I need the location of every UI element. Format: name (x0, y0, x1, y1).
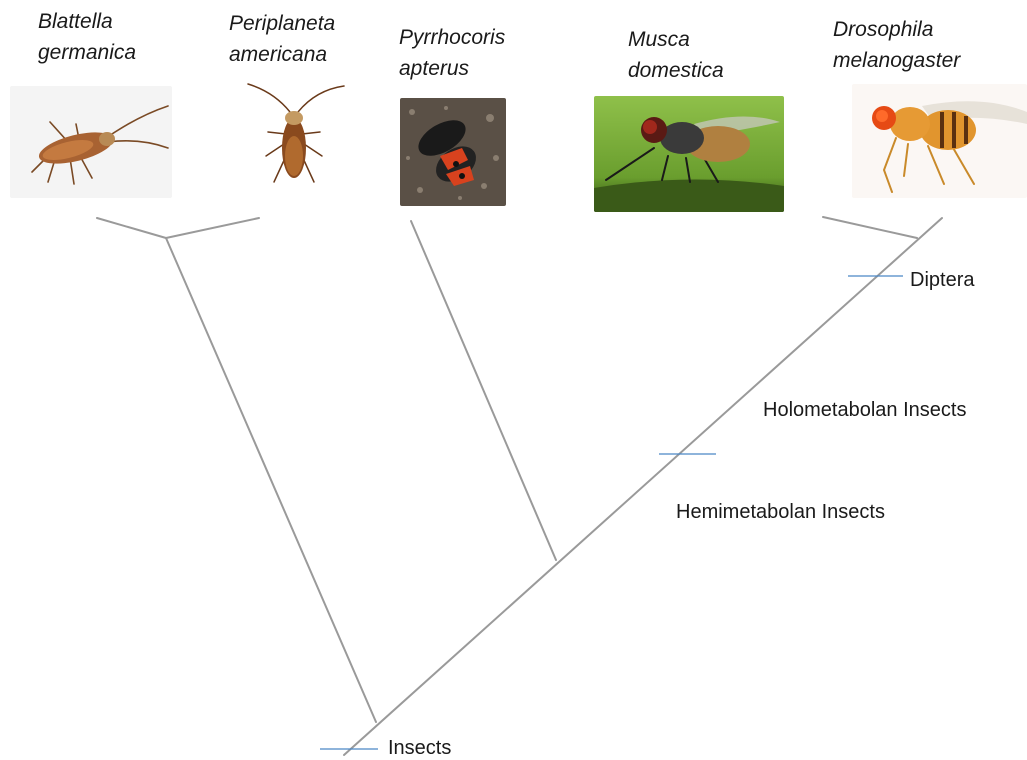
branch-to-periplaneta (166, 218, 259, 238)
branch-root-to-diptera-node (344, 218, 942, 755)
clade-label-holometabolan: Holometabolan Insects (763, 399, 966, 422)
clade-label-diptera: Diptera (910, 269, 974, 292)
branch-root-to-cockroach-node (166, 238, 376, 722)
branch-to-pyrrhocoris (411, 221, 556, 560)
branch-to-musca (823, 217, 917, 238)
branch-to-blattella (97, 218, 166, 238)
clade-label-hemimetabolan: Hemimetabolan Insects (676, 501, 885, 524)
tree-branches (97, 217, 942, 755)
